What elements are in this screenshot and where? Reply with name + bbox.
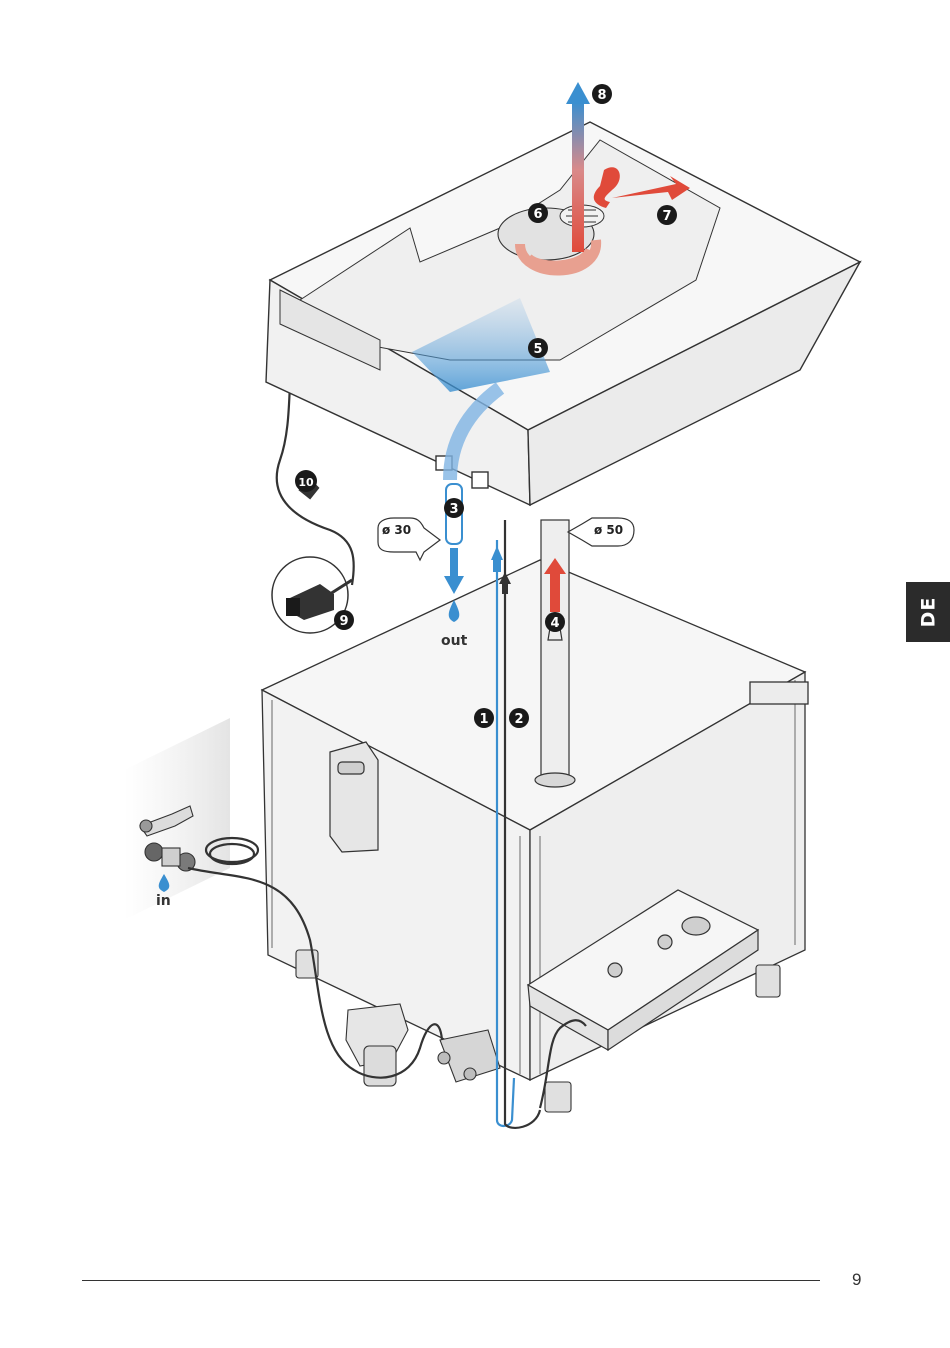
hood-unit [266,122,860,505]
dimension-callout-30: ø 30 [378,518,440,560]
svg-text:1: 1 [479,712,488,727]
bracket-on-cabinet [330,742,378,852]
page-number: 9 [852,1270,861,1290]
callout-10: 10 [295,470,317,492]
water-out-label: out [441,633,468,649]
svg-text:6: 6 [533,207,542,222]
language-tab: DE [906,582,950,642]
svg-text:10: 10 [298,476,314,489]
callout-9: 9 [334,610,354,630]
callout-4: 4 [545,612,565,632]
language-tab-label: DE [917,597,939,628]
svg-text:8: 8 [597,88,606,103]
svg-text:7: 7 [662,209,671,224]
svg-text:9: 9 [339,614,348,629]
callout-8: 8 [592,84,612,104]
callout-7: 7 [657,205,677,225]
callout-5: 5 [528,338,548,358]
svg-text:5: 5 [533,342,542,357]
callout-6: 6 [528,203,548,223]
dimension-callout-50: ø 50 [568,518,634,546]
callout-1: 1 [474,708,494,728]
svg-text:2: 2 [514,712,523,727]
water-in-label: in [156,893,171,909]
dimension-label-50: ø 50 [594,523,623,537]
callout-2: 2 [509,708,529,728]
svg-text:4: 4 [550,616,559,631]
callout-3: 3 [444,498,464,518]
dimension-label-30: ø 30 [382,523,411,537]
footer-rule [82,1280,820,1281]
svg-text:3: 3 [449,502,458,517]
